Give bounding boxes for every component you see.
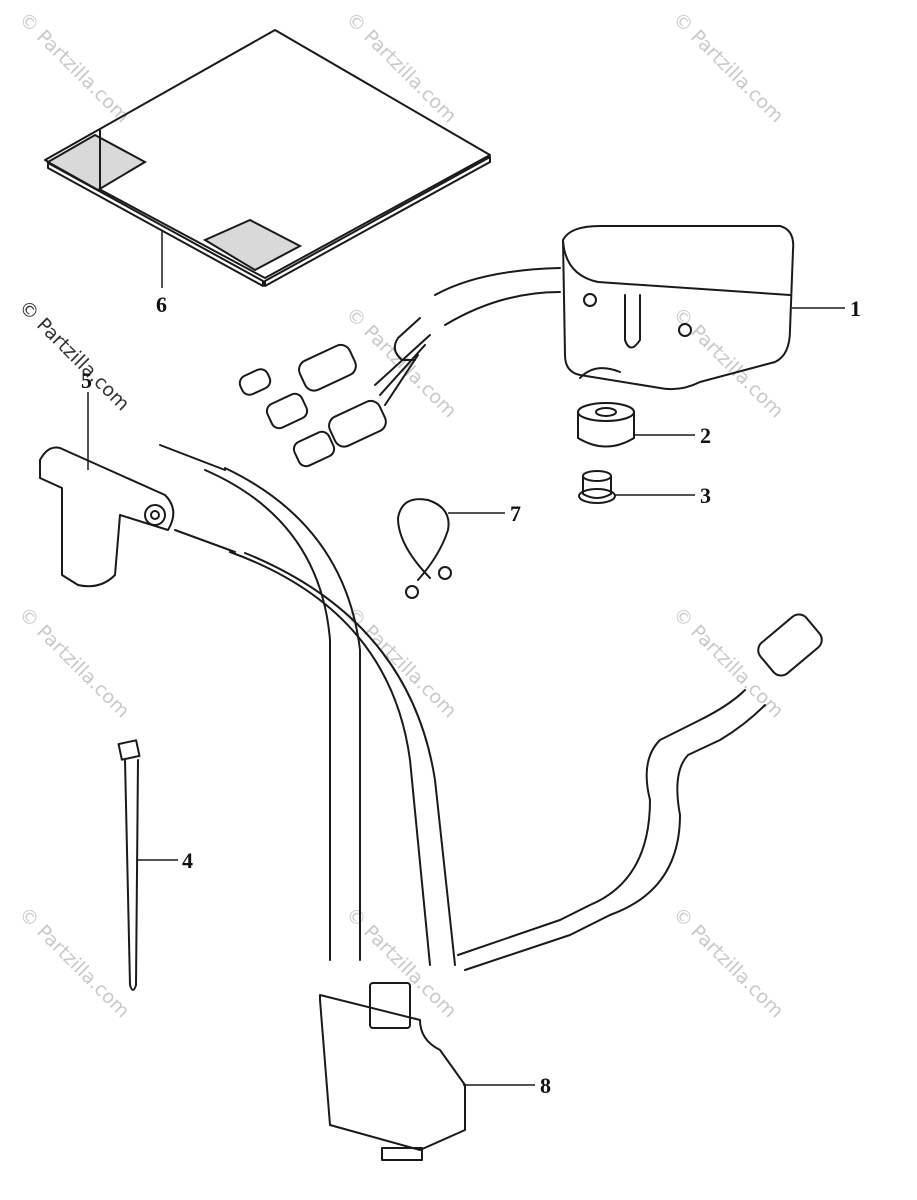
part-3-collar[interactable]: [578, 470, 616, 504]
part-6-decal-sheet[interactable]: [44, 29, 491, 287]
part-8-primary-lead: [457, 613, 823, 971]
watermark: © Partzilla.com: [14, 603, 133, 722]
part-1-cdi-box[interactable]: [562, 225, 795, 391]
connector: [328, 399, 387, 448]
watermark: © Partzilla.com: [341, 8, 460, 127]
part-5-spark-plug-cap[interactable]: [39, 446, 175, 588]
copyright-text: © Partzilla.com: [14, 296, 133, 415]
connector: [238, 368, 272, 396]
connector: [298, 343, 357, 392]
connector: [265, 392, 309, 430]
callout-1: 1: [850, 296, 861, 321]
watermark: © Partzilla.com: [14, 903, 133, 1022]
callout-3: 3: [700, 483, 711, 508]
watermark: © Partzilla.com: [668, 903, 787, 1022]
part-4-cable-tie[interactable]: [117, 739, 141, 991]
connector: [757, 613, 823, 677]
callout-8: 8: [540, 1073, 551, 1098]
part-1-wire-harness: [238, 267, 561, 468]
watermark: © Partzilla.com: [14, 8, 133, 127]
callout-5: 5: [81, 368, 92, 393]
connector: [292, 430, 336, 468]
part-8-ignition-coil[interactable]: [159, 444, 466, 1161]
callout-2: 2: [700, 423, 711, 448]
callout-7: 7: [510, 501, 521, 526]
part-2-grommet[interactable]: [577, 402, 635, 448]
callout-4: 4: [182, 848, 193, 873]
callout-6: 6: [156, 292, 167, 317]
watermark: © Partzilla.com: [668, 8, 787, 127]
part-7-wire-clip[interactable]: [397, 498, 452, 599]
